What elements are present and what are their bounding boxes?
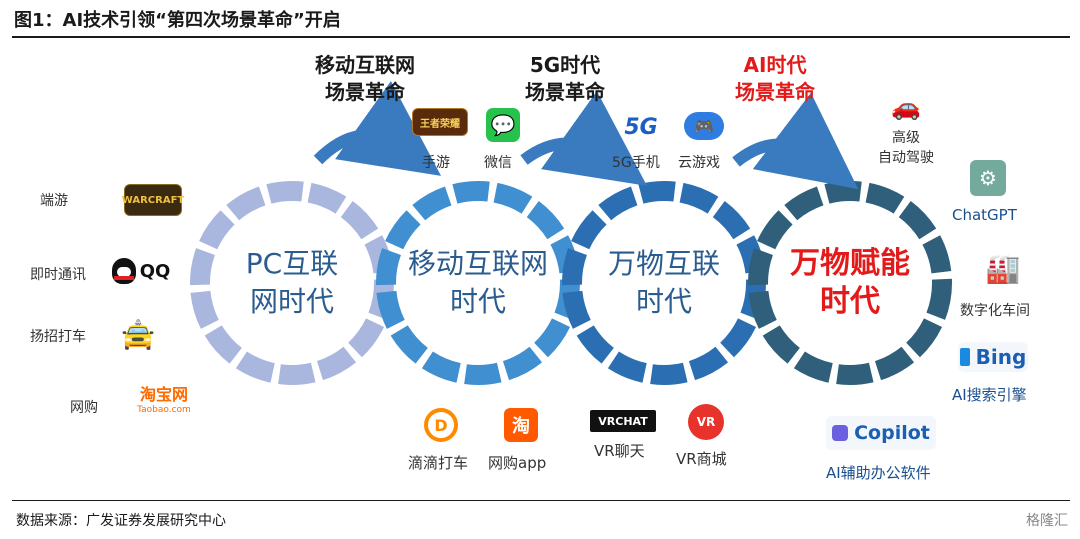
top-item-label: 手游 <box>422 155 450 171</box>
ring-ai <box>748 181 952 385</box>
bing-logo: Bing <box>958 342 1028 372</box>
chatgpt-icon: ⚙ <box>970 160 1006 196</box>
honor-of-kings-logo: 王者荣耀 <box>412 108 468 136</box>
arrow-3 <box>732 92 859 190</box>
ring-pc-label: PC互联 网时代 <box>245 247 339 318</box>
ring-pc-fill <box>212 203 372 363</box>
wechat-icon: 💬 <box>486 108 520 142</box>
cloud-gamepad-icon: 🎮 <box>684 112 724 140</box>
left-item-label: 扬招打车 <box>30 329 86 345</box>
watermark: 格隆汇 <box>1026 513 1068 529</box>
taobao-logo: 淘宝网 Taobao.com <box>137 385 191 416</box>
factory-icon: 🏭 <box>985 251 1021 285</box>
didi-icon: D <box>424 408 458 442</box>
left-item-label: 端游 <box>40 193 68 209</box>
autonomous-car-icon: 🚗 <box>891 93 921 121</box>
right-item-label: ChatGPT <box>952 206 1017 224</box>
footer-rule <box>12 500 1070 501</box>
bottom-item-label: VR聊天 <box>594 442 645 460</box>
bottom-item-label: VR商城 <box>676 450 727 468</box>
title-rule <box>12 36 1070 38</box>
ring-iot-fill <box>584 203 744 363</box>
era-head-5g: 5G时代 场景革命 <box>525 53 605 104</box>
top-item-label: 5G手机 <box>612 155 660 171</box>
ring-iot-label: 万物互联 时代 <box>607 247 720 318</box>
ring-mobile-fill <box>398 203 558 363</box>
5g-icon: 5G <box>624 114 658 140</box>
figure-title: 图1：AI技术引领“第四次场景革命”开启 <box>14 10 341 31</box>
taobao-app-icon: 淘 <box>504 408 538 442</box>
era-head-mobile: 移动互联网 场景革命 <box>315 53 415 104</box>
top-item-label: 微信 <box>484 155 512 171</box>
right-item-label: AI辅助办公软件 <box>826 464 931 482</box>
arrow-1 <box>313 81 442 176</box>
era-head-ai: AI时代 场景革命 <box>735 53 815 104</box>
vrchat-logo: VRCHAT <box>590 410 656 432</box>
vr-headset-icon: VR <box>688 404 724 440</box>
right-item-label: 高级 自动驾驶 <box>878 130 934 166</box>
ring-mobile-label: 移动互联网 时代 <box>407 247 548 318</box>
source-note: 数据来源：广发证券发展研究中心 <box>16 513 226 529</box>
left-item-label: 网购 <box>70 400 98 416</box>
right-item-label: 数字化车间 <box>960 303 1030 319</box>
ring-ai-fill <box>770 203 930 363</box>
left-item-label: 即时通讯 <box>30 267 86 283</box>
taxi-hail-icon: 🚖 <box>120 317 156 351</box>
warcraft-logo: WARCRAFT <box>122 184 184 216</box>
bottom-item-label: 滴滴打车 <box>408 454 469 472</box>
qq-logo: QQ <box>106 256 176 286</box>
right-item-label: AI搜索引擎 <box>952 386 1027 404</box>
arrow-2 <box>520 91 648 186</box>
ring-ai-label: 万物赋能 时代 <box>790 246 910 319</box>
bottom-item-label: 网购app <box>488 454 547 472</box>
top-item-label: 云游戏 <box>678 155 720 171</box>
copilot-logo: Copilot <box>826 416 936 450</box>
